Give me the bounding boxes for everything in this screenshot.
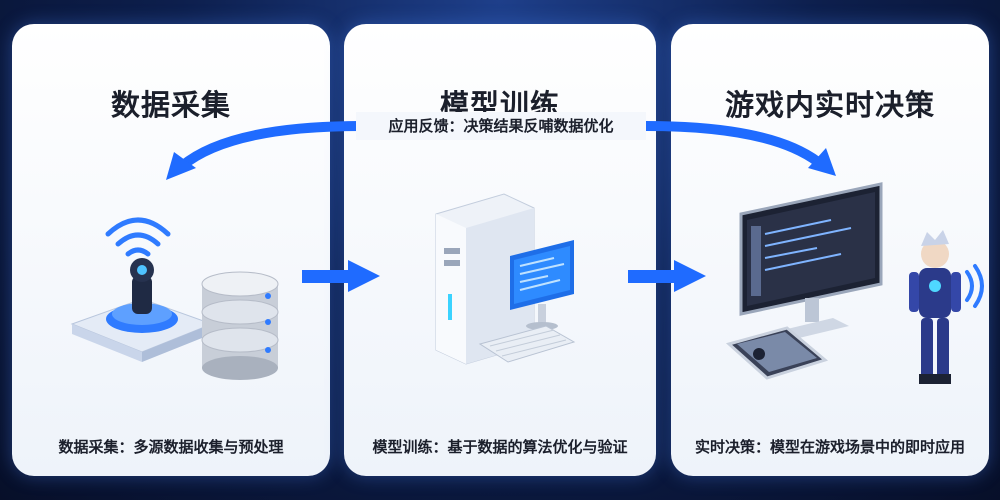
server-tower-icon bbox=[435, 193, 535, 365]
feedback-arrow-left-icon bbox=[166, 121, 363, 180]
panel-data-collection: 数据采集 数据采集：多源数据 bbox=[12, 24, 330, 476]
flow-arrow-2-icon bbox=[628, 260, 706, 292]
panel-caption: 模型训练：基于数据的算法优化与验证 bbox=[372, 438, 628, 456]
keyboard-icon bbox=[478, 325, 576, 363]
monitor-icon bbox=[510, 240, 574, 330]
panel-realtime-decision: 游戏内实时决策 bbox=[671, 24, 989, 476]
realtime-decision-illustration bbox=[725, 182, 984, 384]
database-icon bbox=[201, 271, 279, 380]
panel-title: 数据采集 bbox=[110, 88, 231, 122]
panel-caption: 实时决策：模型在游戏场景中的即时应用 bbox=[694, 438, 965, 456]
wifi-icon bbox=[105, 217, 171, 257]
flow-arrow-1-icon bbox=[302, 260, 380, 292]
panel-model-training: 模型训练 bbox=[344, 24, 656, 476]
game-monitor-icon bbox=[739, 182, 883, 338]
model-training-illustration bbox=[435, 193, 576, 365]
sensor-device-icon bbox=[70, 258, 214, 362]
game-character-icon bbox=[909, 230, 984, 384]
data-collection-illustration bbox=[70, 217, 279, 380]
feedback-arrow-right-icon bbox=[645, 121, 836, 176]
tablet-icon bbox=[725, 326, 829, 380]
panel-caption: 数据采集：多源数据收集与预处理 bbox=[58, 438, 284, 456]
panel-title: 游戏内实时决策 bbox=[724, 88, 935, 122]
feedback-label: 应用反馈：决策结果反哺数据优化 bbox=[356, 112, 646, 140]
